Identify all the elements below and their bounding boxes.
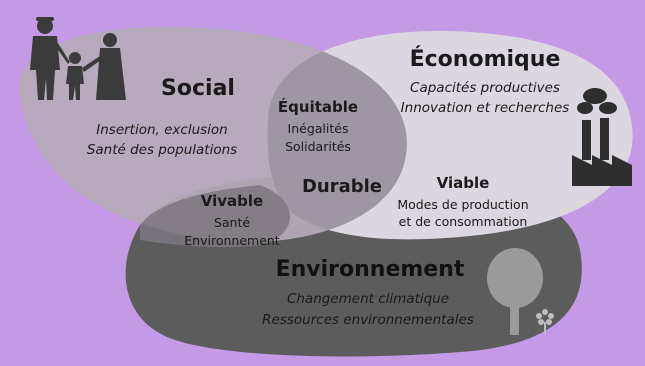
family-silhouette-icon bbox=[30, 17, 126, 100]
equitable-title: Équitable bbox=[278, 97, 358, 116]
vivable-overlap bbox=[140, 185, 290, 248]
vivable-title: Vivable bbox=[201, 192, 263, 210]
social-title: Social bbox=[161, 76, 235, 101]
social-line1: Insertion, exclusion bbox=[96, 122, 228, 138]
equitable-line1: Inégalités bbox=[288, 121, 349, 136]
factory-icon bbox=[572, 88, 632, 186]
environment-line1: Changement climatique bbox=[287, 291, 449, 307]
social-line2: Santé des populations bbox=[87, 142, 237, 158]
environment-title: Environnement bbox=[276, 257, 465, 282]
equitable-line2: Solidarités bbox=[285, 139, 351, 154]
viable-line1: Modes de production bbox=[397, 197, 528, 212]
durable-title: Durable bbox=[302, 176, 382, 197]
equitable-overlap bbox=[267, 31, 407, 240]
economic-title: Économique bbox=[410, 46, 561, 72]
environment-line2: Ressources environnementales bbox=[262, 312, 474, 328]
economic-line2: Innovation et recherches bbox=[401, 100, 570, 116]
vivable-line2: Environnement bbox=[184, 233, 280, 248]
economic-line1: Capacités productives bbox=[410, 80, 560, 96]
tree-icon bbox=[487, 248, 543, 335]
viable-line2: et de consommation bbox=[399, 214, 528, 229]
vivable-line1: Santé bbox=[214, 215, 250, 230]
flower-icon bbox=[536, 309, 554, 334]
viable-title: Viable bbox=[437, 174, 490, 192]
